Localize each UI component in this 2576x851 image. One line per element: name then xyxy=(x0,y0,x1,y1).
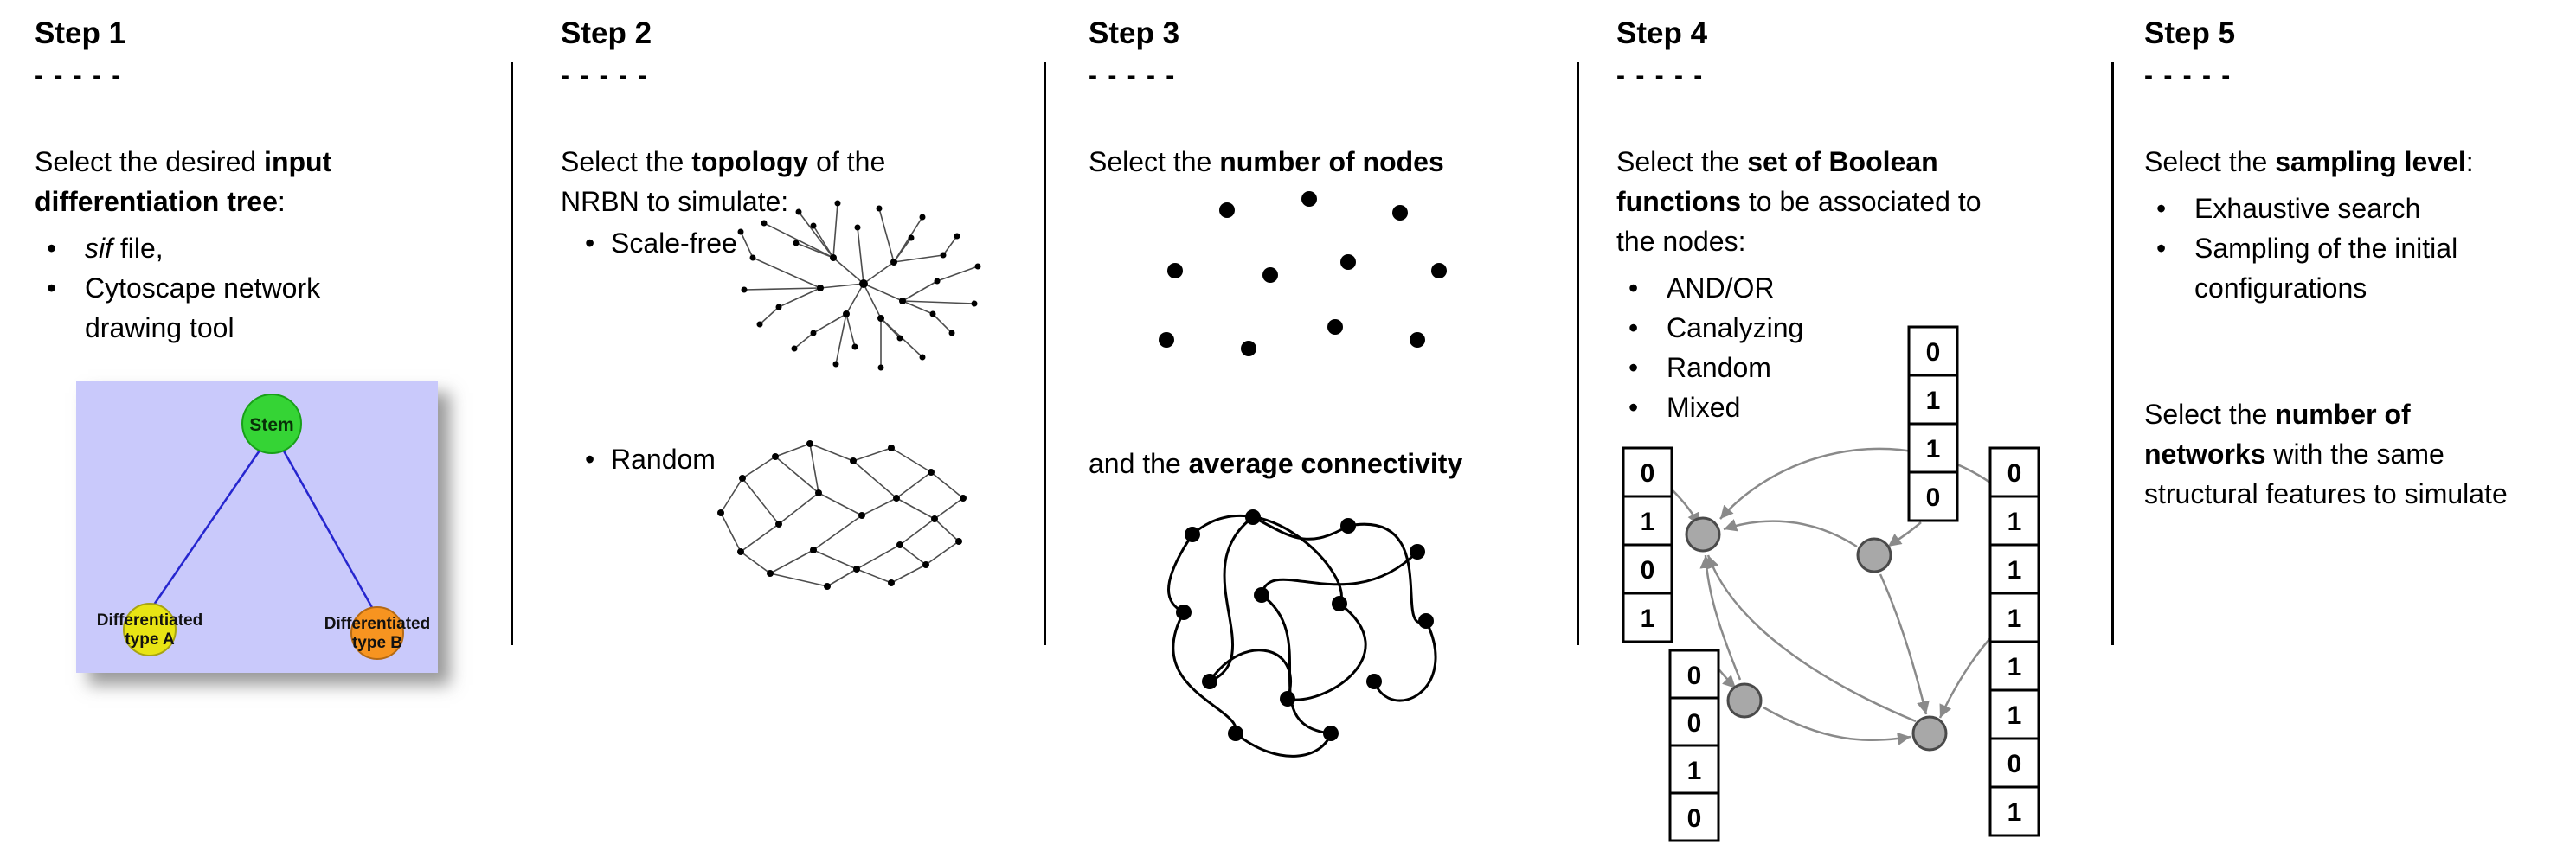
step-4-bullet-list: AND/OR Canalyzing Random Mixed xyxy=(1616,268,2023,427)
svg-text:0: 0 xyxy=(1641,556,1655,585)
boolean-network-nodes xyxy=(1685,516,1948,752)
svg-text:0: 0 xyxy=(2007,459,2022,488)
boolean-node-b xyxy=(1856,537,1892,573)
differentiation-tree-graphic: Stem Differentiated type A Differentiate… xyxy=(76,381,438,673)
column-separator-4 xyxy=(2111,62,2114,645)
column-separator-2 xyxy=(1044,62,1046,645)
stem-node-label: Stem xyxy=(249,415,293,435)
scattered-nodes-graphic xyxy=(1159,191,1447,356)
step-2-intro: Select the topology of the NRBN to simul… xyxy=(561,146,886,217)
bullet-sif-file: sif file, xyxy=(35,228,407,268)
random-nodes xyxy=(717,440,967,590)
tangle-edges xyxy=(1167,514,1437,758)
step-3-dashes: - - - - - xyxy=(1089,61,1177,90)
svg-text:1: 1 xyxy=(2007,556,2022,585)
differentiated-type-a-node xyxy=(123,603,177,656)
step-2-title: Step 2 xyxy=(561,16,652,50)
step-3-title: Step 3 xyxy=(1089,16,1180,50)
type-b-label-line2: type B xyxy=(352,634,402,652)
step-1-column: Step 1 - - - - - Select the desired inpu… xyxy=(35,16,438,673)
scale-free-network-graphic xyxy=(737,200,981,371)
truth-vector-bottom-left: 0 0 1 0 xyxy=(1668,649,1720,842)
bullet-and-or: AND/OR xyxy=(1616,268,2023,308)
random-network-graphic xyxy=(717,440,967,590)
scale-free-nodes xyxy=(737,200,981,371)
step-4-column: Step 4 - - - - - Select the set of Boole… xyxy=(1616,16,2040,842)
step-2-dashes: - - - - - xyxy=(561,61,649,90)
bullet-mixed: Mixed xyxy=(1616,387,2023,427)
step-4-dashes: - - - - - xyxy=(1616,61,1705,90)
type-a-label-line1: Differentiated xyxy=(97,611,202,630)
column-separator-3 xyxy=(1577,62,1579,645)
boolean-node-d xyxy=(1911,715,1948,752)
svg-text:0: 0 xyxy=(1687,709,1702,738)
step-3-intro: Select the number of nodes xyxy=(1089,146,1444,177)
step-1-title: Step 1 xyxy=(35,16,126,50)
svg-text:1: 1 xyxy=(1926,387,1941,415)
step-4-title: Step 4 xyxy=(1616,16,1708,50)
bullet-random: Random xyxy=(585,439,716,479)
svg-text:1: 1 xyxy=(2007,701,2022,730)
svg-text:1: 1 xyxy=(2007,653,2022,681)
step-1-intro: Select the desired input differentiation… xyxy=(35,146,332,217)
step-5-title: Step 5 xyxy=(2144,16,2236,50)
svg-text:0: 0 xyxy=(1687,662,1702,690)
step-1-bullet-list: sif file, Cytoscape network drawing tool xyxy=(35,228,407,348)
step-4-intro: Select the set of Boolean functions to b… xyxy=(1616,146,1982,257)
type-a-label-line2: type A xyxy=(125,630,175,649)
svg-text:1: 1 xyxy=(2007,605,2022,633)
bullet-cytoscape-tool: Cytoscape network drawing tool xyxy=(35,268,407,348)
tree-edges xyxy=(151,447,376,611)
step-3-column: Step 3 - - - - - Select the number of no… xyxy=(1089,16,1539,758)
svg-text:0: 0 xyxy=(1687,804,1702,833)
svg-text:1: 1 xyxy=(1687,757,1702,785)
svg-text:0: 0 xyxy=(1926,483,1941,512)
svg-text:1: 1 xyxy=(2007,508,2022,536)
svg-text:0: 0 xyxy=(2007,750,2022,778)
svg-text:1: 1 xyxy=(1926,435,1941,464)
truth-vector-top: 0 1 1 0 xyxy=(1907,325,1959,522)
truth-vector-right: 0 1 1 1 1 1 0 1 xyxy=(1988,446,2040,837)
svg-text:1: 1 xyxy=(1641,508,1655,536)
step-3-connectivity-text: and the average connectivity xyxy=(1089,448,1463,479)
boolean-node-a xyxy=(1685,516,1721,553)
connected-network-graphic xyxy=(1167,509,1437,758)
bullet-exhaustive-search: Exhaustive search xyxy=(2144,189,2538,228)
column-separator-1 xyxy=(511,62,513,645)
random-edges xyxy=(720,443,964,587)
bullet-canalyzing: Canalyzing xyxy=(1616,308,2023,348)
truth-vector-left: 0 1 0 1 xyxy=(1622,446,1673,643)
differentiated-type-b-node xyxy=(350,606,404,660)
bullet-random-functions: Random xyxy=(1616,348,2023,387)
boolean-node-c xyxy=(1726,682,1763,719)
svg-text:1: 1 xyxy=(1641,605,1655,633)
svg-text:0: 0 xyxy=(1926,338,1941,367)
boolean-functions-network-graphic: 0 1 1 0 0 1 0 1 0 0 1 0 xyxy=(1622,325,2040,842)
bullet-sampling-initial-configurations: Sampling of the initial configurations xyxy=(2144,228,2538,308)
step-5-column: Step 5 - - - - - Select the sampling lev… xyxy=(2144,16,2538,514)
differentiation-tree-svg: Stem Differentiated type A Differentiate… xyxy=(97,394,430,660)
step-5-intro: Select the sampling level: xyxy=(2144,146,2474,177)
step-1-dashes: - - - - - xyxy=(35,61,123,90)
type-b-label-line1: Differentiated xyxy=(324,615,430,633)
svg-text:0: 0 xyxy=(1641,459,1655,488)
svg-text:1: 1 xyxy=(2007,798,2022,827)
stem-node xyxy=(241,394,302,454)
step-5-bullet-list: Exhaustive search Sampling of the initia… xyxy=(2144,189,2538,308)
bullet-scale-free: Scale-free xyxy=(585,223,737,263)
step-5-dashes: - - - - - xyxy=(2144,61,2232,90)
tangle-nodes xyxy=(1176,509,1434,741)
scale-free-edges xyxy=(740,202,979,368)
step-5-networks-text: Select the number of networks with the s… xyxy=(2144,399,2508,509)
step-2-column: Step 2 - - - - - Select the topology of … xyxy=(561,16,981,590)
